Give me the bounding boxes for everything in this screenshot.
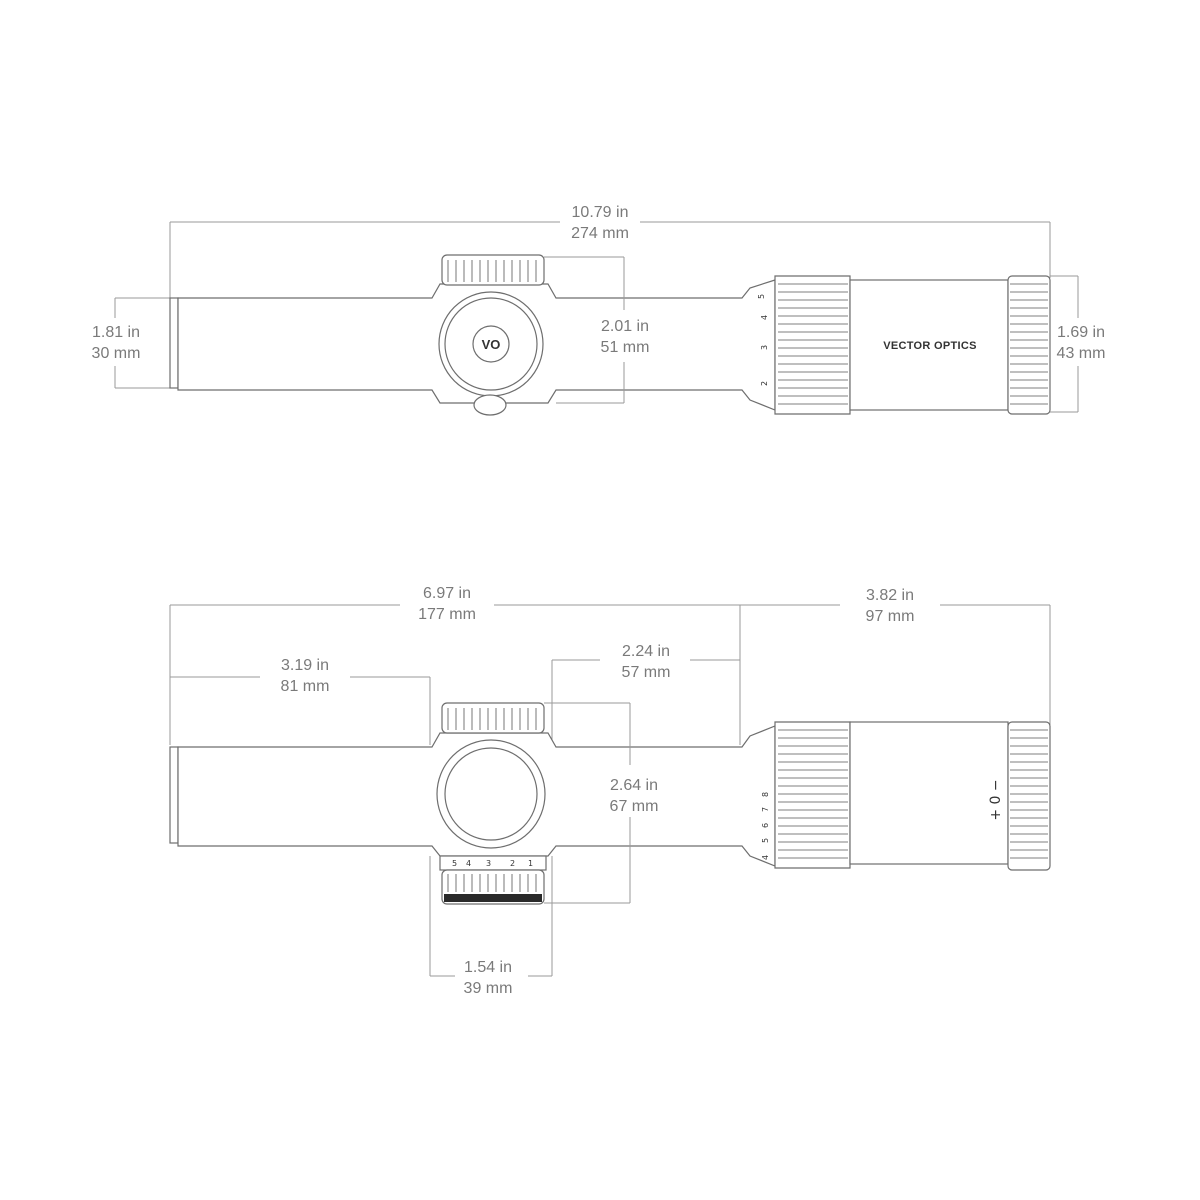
zoom-ring xyxy=(774,275,851,415)
side-zoom-ring xyxy=(774,721,851,869)
front-to-ring-mm: 177 mm xyxy=(418,606,476,623)
eyepiece-diameter-mm: 43 mm xyxy=(1057,345,1106,362)
illum-mark-5: 5 xyxy=(452,859,457,868)
vo-logo-icon: VO xyxy=(482,337,501,352)
front-to-turret-in: 3.19 in xyxy=(281,657,329,674)
turret-to-ring-in: 2.24 in xyxy=(622,643,670,660)
turret-width-in: 1.54 in xyxy=(464,959,512,976)
elevation-turret xyxy=(441,254,545,286)
brand-logo: VECTOR OPTICS xyxy=(883,340,977,352)
side-mag-mark-8: 8 xyxy=(761,792,770,797)
side-mag-mark-5: 5 xyxy=(761,838,770,843)
eyepiece-length-mm: 97 mm xyxy=(866,608,915,625)
side-eyepiece-body xyxy=(849,721,1009,865)
side-elevation-turret xyxy=(441,702,545,734)
illum-mark-2: 2 xyxy=(510,859,515,868)
illum-mark-1: 1 xyxy=(528,859,533,868)
eyepiece-length-in: 3.82 in xyxy=(866,587,914,604)
diopter-ring xyxy=(1007,275,1051,415)
illumination-knob-knurl xyxy=(447,874,537,892)
diopter-knurl xyxy=(1010,283,1048,405)
turret-height-in: 2.01 in xyxy=(601,318,649,335)
illum-mark-3: 3 xyxy=(486,859,491,868)
mag-mark-2: 2 xyxy=(760,381,769,386)
illum-mark-4: 4 xyxy=(466,859,471,868)
mag-mark-3: 3 xyxy=(760,345,769,350)
zoom-ring-knurl xyxy=(778,283,848,405)
eyepiece-body xyxy=(849,279,1009,411)
front-to-turret-mm: 81 mm xyxy=(281,678,330,695)
top-view: 10.79 in 274 mm 1.81 in 30 mm VO xyxy=(92,204,1106,416)
illumination-knob-grip xyxy=(444,894,542,902)
overall-length-in: 10.79 in xyxy=(572,204,629,221)
side-elevation-knurl xyxy=(447,708,537,730)
side-diopter-knurl xyxy=(1010,729,1048,859)
diopter-mark: + 0 − xyxy=(988,779,1004,820)
front-to-ring-in: 6.97 in xyxy=(423,585,471,602)
vo-logo-circle xyxy=(472,325,510,363)
side-mag-mark-7: 7 xyxy=(761,807,770,812)
side-view: 6.97 in 177 mm 3.82 in 97 mm 3.19 in 81 … xyxy=(169,585,1051,997)
side-diopter-ring xyxy=(1007,721,1051,871)
mag-mark-5: 5 xyxy=(757,294,766,299)
mag-mark-4: 4 xyxy=(760,315,769,320)
objective-diameter-in: 1.81 in xyxy=(92,324,140,341)
turret-total-height-mm: 67 mm xyxy=(610,798,659,815)
turret-to-ring-mm: 57 mm xyxy=(622,664,671,681)
side-mag-mark-6: 6 xyxy=(761,823,770,828)
turret-height-mm: 51 mm xyxy=(601,339,650,356)
illumination-knob xyxy=(473,394,507,416)
side-mag-mark-4: 4 xyxy=(761,855,770,860)
objective-bell xyxy=(169,297,179,389)
elevation-knurl xyxy=(447,260,537,282)
overall-length-mm: 274 mm xyxy=(571,225,629,242)
side-zoom-ring-knurl xyxy=(778,729,848,859)
eyepiece-diameter-in: 1.69 in xyxy=(1057,324,1105,341)
turret-total-height-in: 2.64 in xyxy=(610,777,658,794)
side-objective-bell xyxy=(169,746,179,844)
objective-diameter-mm: 30 mm xyxy=(92,345,141,362)
turret-width-mm: 39 mm xyxy=(464,980,513,997)
side-windage-cap-inner xyxy=(444,747,538,841)
